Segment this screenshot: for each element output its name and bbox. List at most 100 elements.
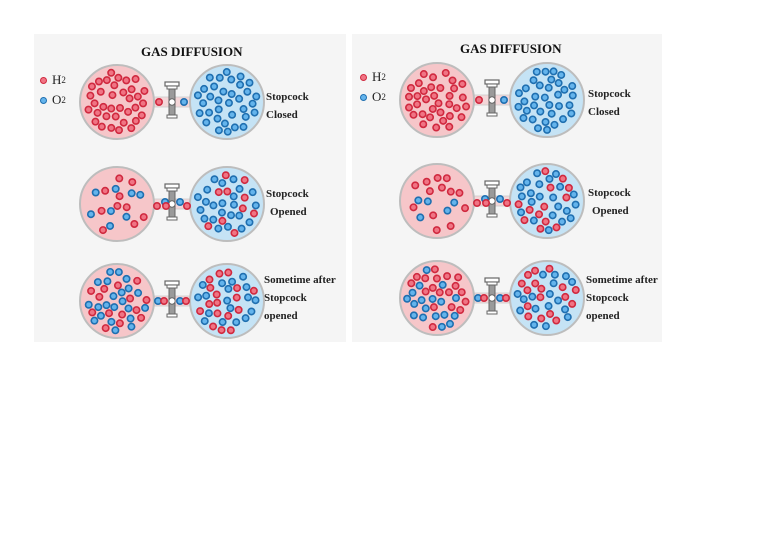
h2-molecule xyxy=(249,209,258,218)
o2-molecule xyxy=(118,297,127,306)
h2-molecule xyxy=(115,319,124,328)
h2-molecule xyxy=(128,178,137,187)
o2-molecule xyxy=(408,288,417,297)
o2-molecule xyxy=(533,169,542,178)
h2-molecule xyxy=(502,199,511,208)
h2-molecule xyxy=(514,200,523,209)
o2-molecule xyxy=(538,270,547,279)
h2-molecule xyxy=(523,302,532,311)
o2-molecule xyxy=(136,190,145,199)
stopcock-handle xyxy=(164,81,180,87)
o2-molecule xyxy=(445,319,454,328)
h2-molecule xyxy=(428,104,437,113)
o2-molecule xyxy=(431,312,440,321)
h2-molecule xyxy=(558,174,567,183)
o2-molecule xyxy=(223,127,232,136)
o2-molecule xyxy=(224,98,233,107)
h2-molecule xyxy=(419,70,428,79)
o2-molecule xyxy=(561,272,570,281)
o2-molecule xyxy=(529,216,538,225)
h2-molecule xyxy=(196,307,205,316)
o2-molecule xyxy=(205,108,214,117)
h2-molecule xyxy=(430,91,439,100)
o2-molecule xyxy=(526,189,535,198)
o2-molecule xyxy=(565,101,574,110)
o2-molecule xyxy=(237,224,246,233)
h2-molecule xyxy=(142,296,151,305)
h2-molecule xyxy=(204,222,213,231)
h2-molecule xyxy=(96,87,105,96)
h2-molecule-icon xyxy=(360,73,367,81)
h2-molecule xyxy=(437,183,446,192)
o2-molecule xyxy=(210,82,219,91)
o2-molecule xyxy=(226,304,235,313)
h2-molecule xyxy=(454,273,463,282)
h2-molecule xyxy=(107,68,116,77)
h2-molecule xyxy=(226,326,235,335)
h2-molecule xyxy=(205,275,214,284)
o2-molecule xyxy=(235,211,244,220)
h2-molecule xyxy=(461,204,470,213)
o2-molecule xyxy=(134,288,143,297)
o2-molecule xyxy=(193,193,202,202)
stopcock-handle xyxy=(484,79,500,85)
h2-molecule xyxy=(445,112,454,121)
o2-molecule xyxy=(200,317,209,326)
h2-molecule xyxy=(441,68,450,77)
o2-molecule xyxy=(535,192,544,201)
h2-molecule xyxy=(131,75,140,84)
h2-molecule xyxy=(102,112,111,121)
h2-molecule xyxy=(414,79,423,88)
h2-molecule xyxy=(426,113,435,122)
o2-molecule xyxy=(522,106,531,115)
o2-molecule xyxy=(214,224,223,233)
stopcock-valve xyxy=(488,96,496,104)
o2-molecule xyxy=(84,300,93,309)
o2-molecule xyxy=(567,109,576,118)
o2-molecule xyxy=(114,268,123,277)
o2-molecule xyxy=(530,101,539,110)
o2-molecule xyxy=(219,87,228,96)
o2-molecule xyxy=(236,80,245,89)
o2-molecule xyxy=(199,99,208,108)
o2-molecule xyxy=(547,109,556,118)
o2-molecule xyxy=(529,76,538,85)
h2-molecule xyxy=(212,290,221,299)
o2-molecule xyxy=(521,84,530,93)
o2-molecule xyxy=(239,122,248,131)
h2-molecule xyxy=(115,192,124,201)
h2-molecule xyxy=(552,223,561,232)
stopcock-collar xyxy=(166,313,178,318)
o2-molecule xyxy=(229,192,238,201)
o2-molecule xyxy=(111,184,120,193)
o2-molecule xyxy=(228,277,237,286)
h2-molecule xyxy=(223,187,232,196)
o2-molecule xyxy=(513,289,522,298)
o2-molecule xyxy=(202,118,211,127)
o2-molecule xyxy=(213,114,222,123)
h2-molecule xyxy=(114,73,123,82)
h2-molecule xyxy=(558,283,567,292)
o2-molecule xyxy=(200,84,209,93)
o2-molecule xyxy=(568,82,577,91)
o2-molecule xyxy=(414,196,423,205)
h2-molecule xyxy=(535,210,544,219)
o2-molecule xyxy=(568,91,577,100)
h2-molecule xyxy=(432,226,441,235)
o2-molecule xyxy=(210,175,219,184)
h2-molecule xyxy=(421,274,430,283)
o2-molecule xyxy=(94,303,103,312)
h2-molecule xyxy=(439,116,448,125)
h2-molecule-icon xyxy=(40,76,47,84)
h2-molecule xyxy=(446,222,455,231)
h2-molecule xyxy=(546,183,555,192)
o2-molecule xyxy=(516,183,525,192)
o2-molecule xyxy=(522,178,531,187)
o2-molecule xyxy=(541,322,550,331)
h2-molecule xyxy=(436,108,445,117)
h2-molecule xyxy=(541,217,550,226)
o2-molecule xyxy=(549,193,558,202)
o2-molecule xyxy=(550,120,559,129)
h2-molecule xyxy=(541,167,550,176)
